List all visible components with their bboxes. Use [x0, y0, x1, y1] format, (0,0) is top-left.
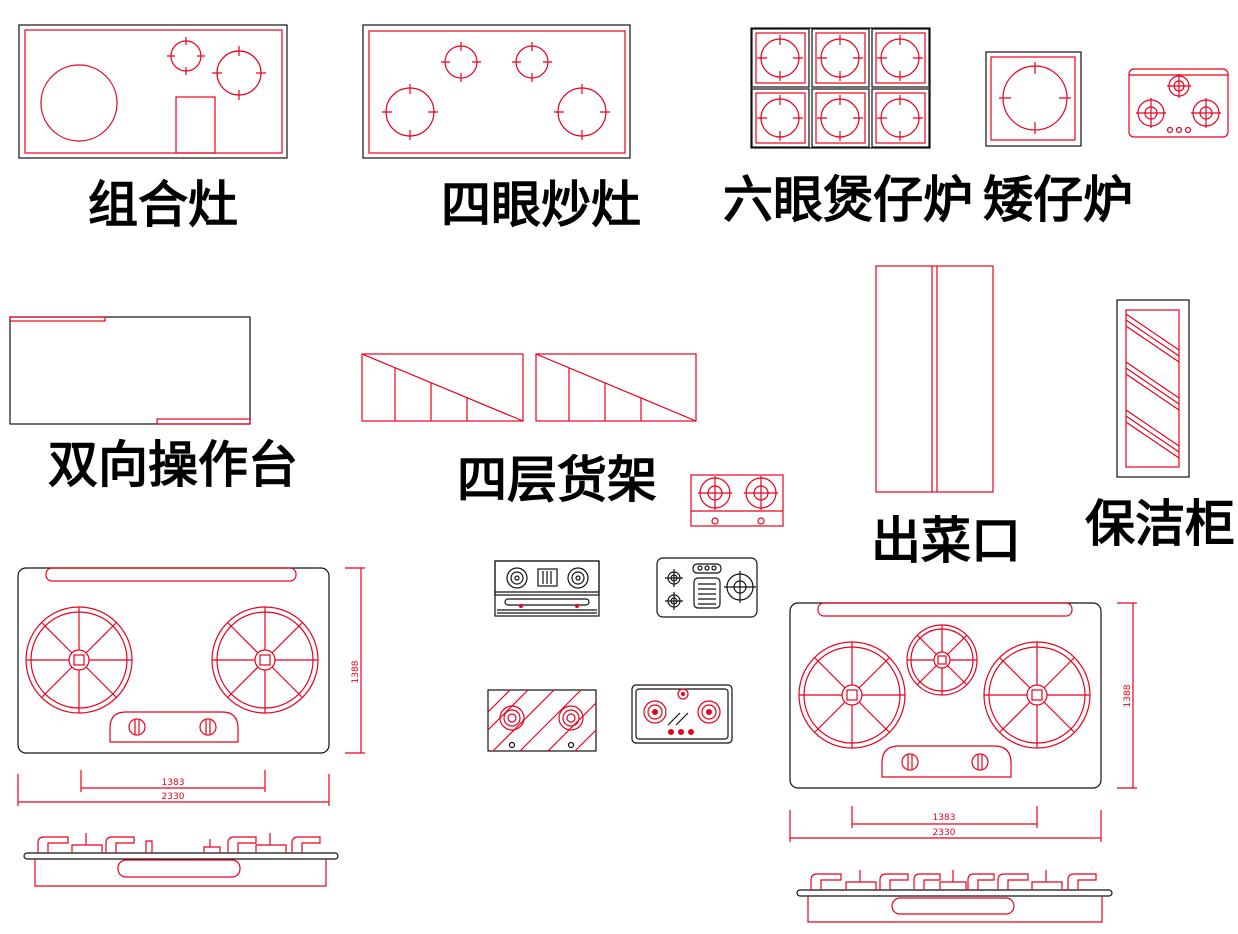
- four-tier-shelf-drawing: [361, 353, 697, 422]
- two-burner-elevation-drawing: [23, 833, 339, 887]
- black-stove-grill-drawing: [494, 560, 600, 617]
- black-glass-stove-drawing: [631, 684, 733, 744]
- left-outer-width-dimension: 2330: [162, 792, 185, 802]
- right-dimension-lines: 1388 1383 2330: [789, 602, 1137, 842]
- label-four-tier-shelf: 四层货架: [457, 451, 657, 509]
- label-dual-work-table: 双向操作台: [48, 436, 298, 494]
- serving-window-drawing: [875, 265, 994, 493]
- left-dimension-lines: 1388 1383 2330: [17, 567, 365, 806]
- left-inner-width-dimension: 1383: [162, 778, 185, 788]
- label-four-eye-wok-stove: 四眼炒灶: [441, 176, 641, 234]
- combo-large-burner: [212, 46, 266, 100]
- label-low-stove: 矮仔炉: [983, 171, 1133, 229]
- right-outer-width-dimension: 2330: [933, 828, 956, 838]
- two-burner-plan-drawing: [17, 567, 330, 754]
- three-burner-small-drawing: [1128, 68, 1229, 138]
- label-combo-stove: 组合灶: [88, 176, 238, 234]
- glass-stove-drawing: [487, 689, 597, 752]
- black-stove-center-drawing: [656, 557, 758, 618]
- right-inner-width-dimension: 1383: [933, 813, 956, 823]
- left-height-dimension: 1388: [351, 660, 361, 683]
- dual-work-table-drawing: [9, 316, 251, 425]
- low-stove-drawing: [985, 51, 1082, 147]
- four-eye-wok-stove-drawing: [362, 24, 631, 159]
- label-sanitizing-cabinet: 保洁柜: [1085, 495, 1235, 553]
- three-burner-plan-drawing: [789, 602, 1102, 789]
- six-eye-claypot-stove-drawing: [750, 27, 931, 149]
- sanitizing-cabinet-drawing: [1116, 299, 1190, 478]
- combo-small-burner: [167, 37, 205, 75]
- label-serving-window: 出菜口: [871, 512, 1021, 570]
- label-six-eye-claypot-stove: 六眼煲仔炉: [723, 171, 973, 229]
- combo-stove-drawing: [18, 24, 288, 159]
- three-burner-elevation-drawing: [796, 870, 1113, 923]
- right-height-dimension: 1388: [1123, 684, 1133, 707]
- two-burner-small-red-drawing: [690, 474, 784, 527]
